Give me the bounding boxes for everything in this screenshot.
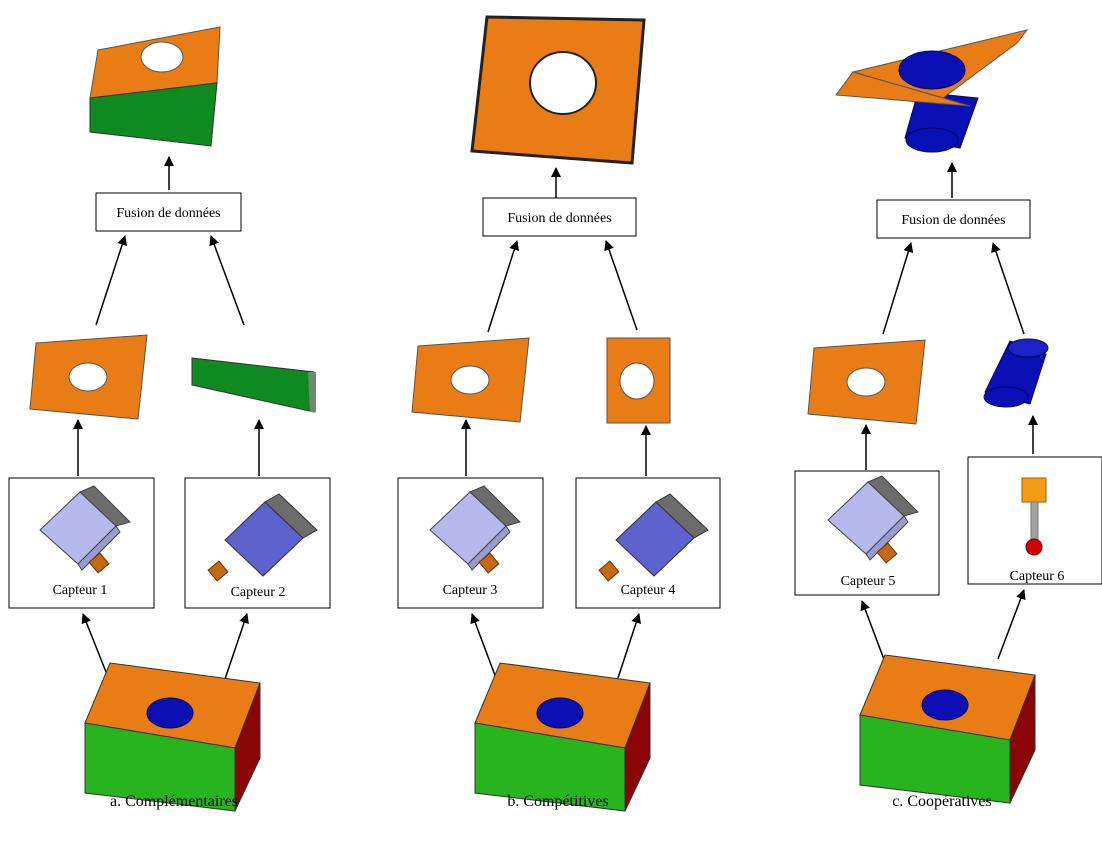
arrow-cube-to-sensor4 — [617, 613, 641, 679]
sensor-label-5: Capteur 5 — [841, 574, 896, 589]
result-plate-b — [411, 337, 530, 423]
sensor-label-6: Capteur 6 — [1010, 569, 1065, 584]
fusion-label-c: Fusion de données — [901, 213, 1005, 228]
arrow-left-to-fusion-a — [95, 235, 127, 326]
arrow-left-to-fusion-b — [487, 240, 520, 333]
arrow-cube-to-sensor1 — [81, 613, 109, 678]
result-plate-a — [29, 334, 148, 420]
result-cylinder-c — [983, 338, 1049, 408]
arrow-cube-to-sensor3 — [470, 613, 497, 679]
panel-b: Fusion de données Capteur 3 Capteur 4 b.… — [397, 15, 721, 812]
fusion-label-a: Fusion de données — [116, 206, 220, 221]
fusion-box-b — [482, 197, 637, 237]
arrow-right-to-fusion-c — [991, 242, 1025, 335]
arrow-left-to-fusion-c — [882, 242, 914, 335]
fused-shape-b — [470, 15, 646, 165]
arrow-cube-to-sensor5 — [860, 600, 886, 663]
fused-shape-a — [89, 26, 221, 147]
arrow-right-to-fusion-a — [209, 235, 245, 326]
arrow-cube-to-sensor2 — [224, 613, 249, 680]
sensor-label-3: Capteur 3 — [443, 583, 498, 598]
sensor-label-2: Capteur 2 — [231, 585, 286, 600]
sensor-label-4: Capteur 4 — [621, 583, 676, 598]
result-green-wall-a — [191, 357, 316, 413]
result-plate-c — [807, 339, 926, 425]
arrow-cube-to-sensor6 — [997, 589, 1026, 660]
fusion-box-c — [876, 199, 1031, 239]
base-cube-a — [84, 662, 261, 812]
panel-c: Fusion de données Capteur 5 Capteur 6 c.… — [794, 29, 1102, 810]
caption-b: b. Compétitives — [507, 793, 608, 810]
panel-a: Fusion de données Capteur 1 Capteur 2 a.… — [8, 26, 331, 812]
fusion-box-a — [95, 192, 242, 232]
touch-probe-icon — [1021, 477, 1047, 556]
caption-a: a. Complémentaires — [110, 793, 238, 810]
sensor-label-1: Capteur 1 — [53, 583, 108, 598]
arrow-right-to-fusion-b — [604, 240, 638, 331]
fusion-label-b: Fusion de données — [507, 211, 611, 226]
base-cube-c — [859, 654, 1036, 804]
result-square-plate-b — [606, 337, 671, 424]
base-cube-b — [474, 662, 651, 812]
fused-shape-c — [835, 29, 1029, 153]
caption-c: c. Coopératives — [892, 793, 992, 810]
